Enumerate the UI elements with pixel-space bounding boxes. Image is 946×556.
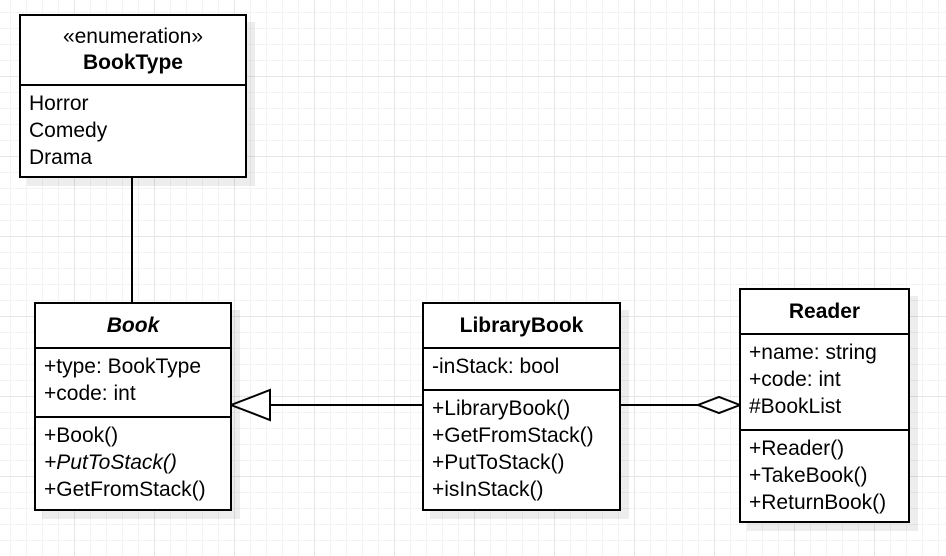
generalization-arrowhead (228, 388, 271, 422)
librarybook-attributes: -inStack: bool (424, 349, 619, 391)
booktype-stereotype: «enumeration» (62, 25, 204, 48)
librarybook-class-box[interactable]: LibraryBook -inStack: bool +LibraryBook(… (422, 302, 621, 511)
librarybook-operation: +PutToStack() (432, 451, 565, 474)
reader-name: Reader (788, 299, 861, 323)
librarybook-header: LibraryBook (424, 304, 619, 349)
book-class-box[interactable]: Book +type: BookType +code: int +Book() … (34, 302, 232, 511)
reader-header: Reader (741, 290, 908, 335)
librarybook-operation: +isInStack() (432, 478, 544, 501)
book-operation: +PutToStack() (44, 451, 177, 474)
book-attribute: +type: BookType (44, 355, 202, 378)
reader-operation: +ReturnBook() (749, 491, 887, 514)
booktype-literal: Comedy (29, 119, 108, 142)
reader-operations: +Reader() +TakeBook() +ReturnBook() (741, 431, 908, 516)
aggregation-diamond (695, 395, 743, 415)
book-operation: +GetFromStack() (44, 478, 206, 501)
booktype-header: «enumeration» BookType (21, 16, 245, 86)
reader-operation: +TakeBook() (749, 464, 868, 487)
librarybook-operations: +LibraryBook() +GetFromStack() +PutToSta… (424, 391, 619, 503)
reader-attribute: +code: int (749, 368, 841, 391)
booktype-literal: Horror (29, 92, 89, 115)
book-operations: +Book() +PutToStack() +GetFromStack() (36, 418, 230, 503)
booktype-literals: Horror Comedy Drama (21, 86, 245, 171)
book-attribute: +code: int (44, 382, 136, 405)
librarybook-operation: +LibraryBook() (432, 397, 571, 420)
librarybook-operation: +GetFromStack() (432, 424, 594, 447)
reader-attributes: +name: string +code: int #BookList (741, 335, 908, 431)
book-header: Book (36, 304, 230, 349)
librarybook-attribute: -inStack: bool (432, 355, 560, 378)
reader-attribute: +name: string (749, 341, 877, 364)
booktype-name: BookType (83, 51, 183, 74)
reader-operation: +Reader() (749, 437, 845, 460)
reader-attribute: #BookList (749, 395, 842, 418)
book-name: Book (106, 313, 160, 337)
booktype-literal: Drama (29, 146, 93, 169)
book-attributes: +type: BookType +code: int (36, 349, 230, 418)
booktype-enum-box[interactable]: «enumeration» BookType Horror Comedy Dra… (19, 14, 247, 178)
book-operation: +Book() (44, 424, 119, 447)
librarybook-name: LibraryBook (459, 313, 584, 337)
reader-class-box[interactable]: Reader +name: string +code: int #BookLis… (739, 288, 910, 523)
